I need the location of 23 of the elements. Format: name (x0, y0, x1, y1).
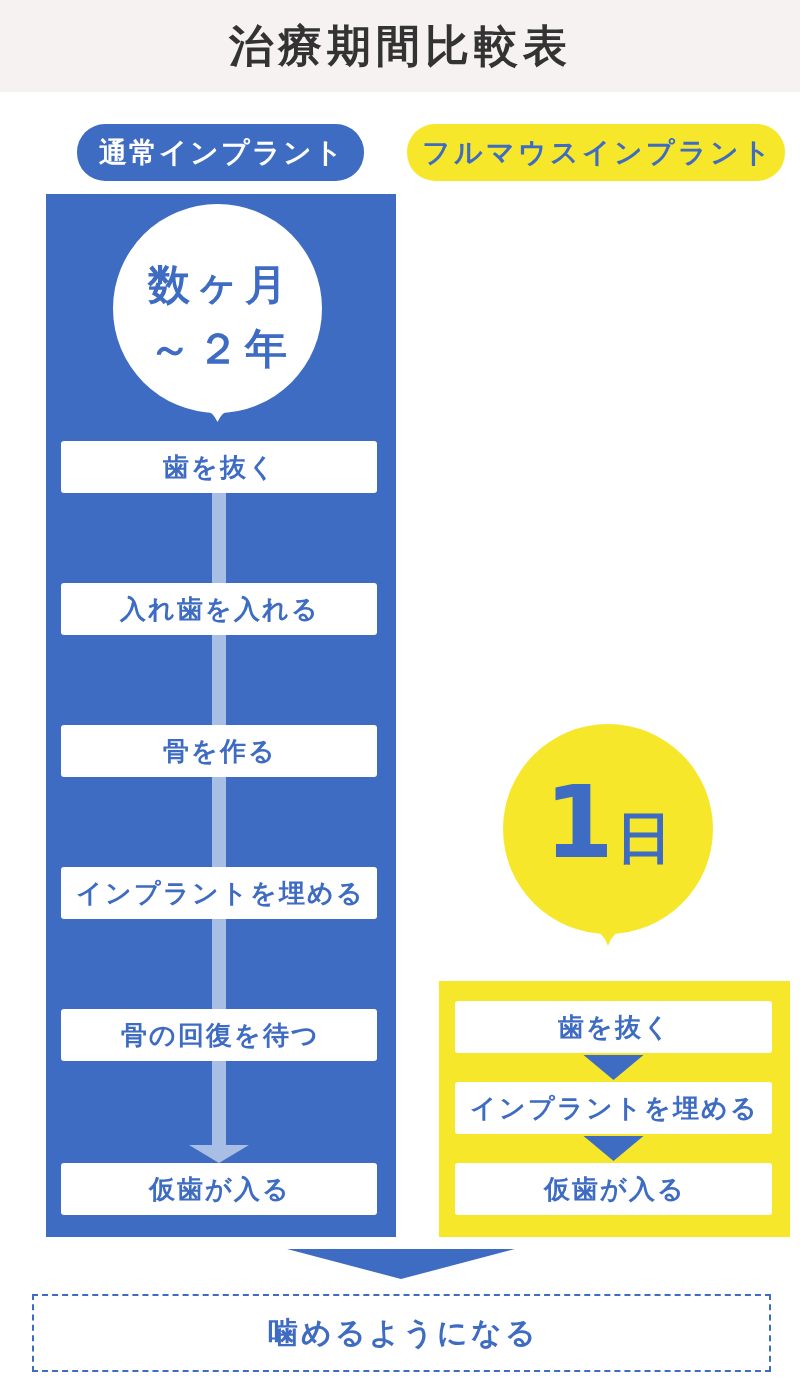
flow-arrow (189, 1061, 249, 1163)
category-pill: フルマウスインプラント (407, 124, 785, 181)
connector-line (212, 493, 226, 583)
step-box: 歯を抜く (61, 441, 377, 493)
result-box: 噛めるようになる (32, 1294, 771, 1372)
connector-line (212, 919, 226, 1009)
step-box: 仮歯が入る (455, 1163, 772, 1215)
connector-line (212, 777, 226, 867)
step-box: 骨の回復を待つ (61, 1009, 377, 1061)
connector-line (212, 635, 226, 725)
triangle-arrow (583, 1055, 644, 1080)
step-box: インプラントを埋める (61, 867, 377, 919)
step-box: インプラントを埋める (455, 1082, 772, 1134)
step-box: 歯を抜く (455, 1001, 772, 1053)
column-panel (439, 981, 790, 1237)
triangle-arrow (287, 1249, 515, 1279)
triangle-arrow (583, 1136, 644, 1161)
step-box: 入れ歯を入れる (61, 583, 377, 635)
step-box: 骨を作る (61, 725, 377, 777)
step-box: 仮歯が入る (61, 1163, 377, 1215)
category-pill: 通常インプラント (77, 124, 364, 181)
title-banner: 治療期間比較表 (0, 0, 800, 92)
column-panel (46, 194, 396, 1237)
